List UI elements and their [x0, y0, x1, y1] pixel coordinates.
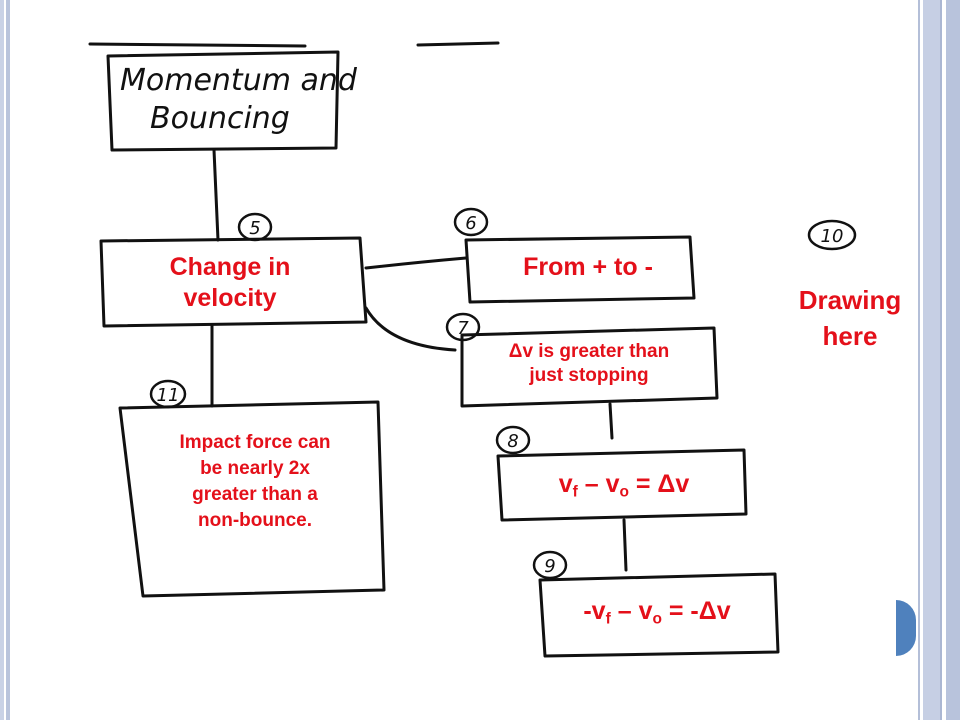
- node7-number-circle: [445, 312, 481, 342]
- node11-line3: greater than a: [192, 484, 318, 506]
- node8-op: –: [577, 470, 606, 498]
- node7-line1: Δv is greater than: [508, 341, 670, 362]
- node7-label: Δv is greater than just stopping: [466, 340, 712, 388]
- connector-n5-n7: [364, 306, 457, 352]
- node9-number: 9: [544, 556, 555, 577]
- node9-equation: -vf – vo = -Δv: [540, 596, 774, 629]
- node10-line2: here: [822, 321, 878, 352]
- node8-number: 8: [507, 431, 518, 452]
- node11-label: Impact force can be nearly 2x greater th…: [138, 430, 372, 534]
- node8-v1: v: [558, 470, 573, 498]
- node11-line4: non-bounce.: [198, 510, 312, 532]
- node8-rhs: = Δv: [628, 470, 690, 498]
- side-tab-decoration: [896, 600, 916, 656]
- node8-v2: v: [605, 470, 620, 498]
- node10-number-circle: [807, 219, 857, 251]
- node6-box: [464, 235, 696, 304]
- title-box: [106, 50, 340, 152]
- node6-number: 6: [465, 213, 476, 234]
- node9-op: –: [610, 597, 639, 625]
- node8-box: [496, 448, 748, 522]
- connector-n7-n8: [608, 402, 614, 440]
- node7-line2: just stopping: [529, 364, 649, 386]
- node11-line2: be nearly 2x: [200, 458, 310, 480]
- node7-number: 7: [457, 318, 469, 339]
- node5-box: [99, 236, 368, 328]
- connector-n8-n9: [622, 518, 628, 572]
- node6-label: From + to -: [523, 253, 653, 281]
- left-border-decoration: [0, 0, 10, 720]
- node5-number-circle: [237, 212, 273, 242]
- node10-number: 10: [821, 226, 844, 247]
- node5-number: 5: [249, 218, 260, 239]
- top-stroke-right: [416, 41, 500, 47]
- node11-box: [118, 400, 386, 598]
- title-line2: Bouncing: [150, 101, 290, 136]
- node10-line1: Drawing: [798, 285, 902, 315]
- node5-label: Change in velocity: [110, 252, 350, 315]
- node6-number-circle: [453, 207, 489, 237]
- node8-sub2: o: [619, 483, 629, 501]
- node11-number: 11: [157, 385, 180, 406]
- node9-sub2: o: [652, 610, 662, 628]
- top-stroke-left: [88, 42, 307, 48]
- node9-v2: v: [638, 597, 653, 625]
- node10-label: Drawing here: [780, 282, 920, 355]
- node8-sub1: f: [572, 483, 578, 501]
- node11-number-circle: [149, 379, 187, 409]
- node5-line2: velocity: [183, 284, 277, 313]
- node11-line1: Impact force can: [179, 432, 331, 453]
- node7-box: [460, 326, 719, 408]
- connector-n5-n6: [364, 256, 468, 270]
- node9-sub1: f: [605, 610, 611, 628]
- node8-equation: vf – vo = Δv: [502, 469, 746, 502]
- node9-v1: -v: [583, 597, 606, 625]
- node9-rhs: = -Δv: [661, 597, 731, 625]
- node9-box: [538, 572, 780, 658]
- node9-number-circle: [532, 550, 568, 580]
- title-line1: Momentum and: [120, 63, 358, 98]
- right-border-decoration: [918, 0, 960, 720]
- connector-title-n5: [212, 148, 220, 242]
- node8-number-circle: [495, 425, 531, 455]
- node5-line1: Change in: [169, 253, 291, 281]
